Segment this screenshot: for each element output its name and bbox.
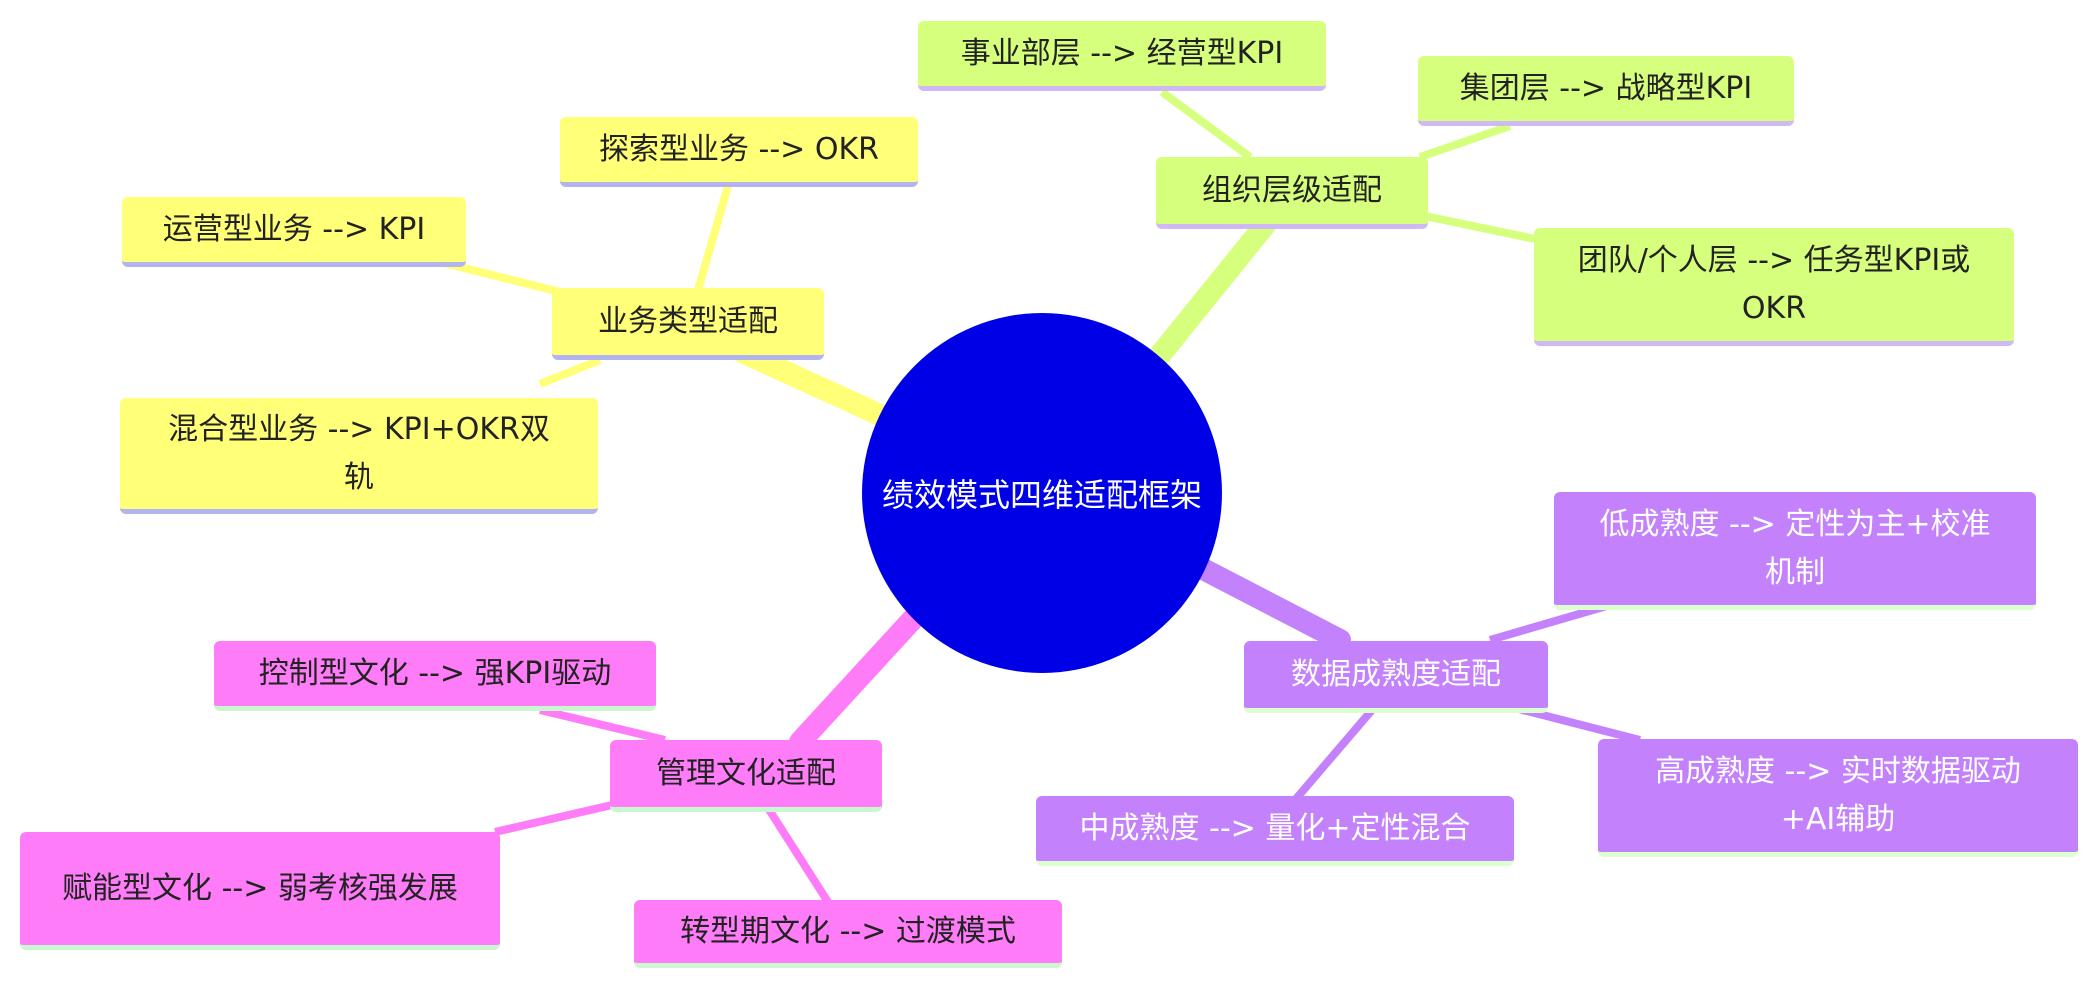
leaf-label: 混合型业务 --> KPI+OKR双轨 [168,411,550,495]
branch-business-label: 业务类型适配 [598,303,778,339]
leaf-label: 控制型文化 --> 强KPI驱动 [258,655,612,691]
link-culture-control [539,706,666,744]
link-org-team [1419,211,1541,244]
center-node[interactable]: 绩效模式四维适配框架 [862,313,1222,673]
leaf-business-operate[interactable]: 运营型业务 --> KPI [122,197,466,267]
link-data-high [1514,704,1641,744]
link-center-data [1194,559,1351,651]
leaf-label: 探索型业务 --> OKR [599,131,879,167]
link-center-business [731,341,891,426]
branch-data-maturity[interactable]: 数据成熟度适配 [1244,641,1548,713]
leaf-label: 团队/个人层 --> 任务型KPI或OKR [1577,242,1971,326]
branch-org-level[interactable]: 组织层级适配 [1156,157,1428,229]
link-business-hybrid [538,356,602,388]
leaf-org-division[interactable]: 事业部层 --> 经营型KPI [918,21,1326,91]
leaf-business-hybrid[interactable]: 混合型业务 --> KPI+OKR双轨 [120,398,598,514]
leaf-label: 事业部层 --> 经营型KPI [960,35,1284,71]
link-org-division [1159,88,1253,161]
leaf-label: 运营型业务 --> KPI [162,211,426,247]
link-center-culture [789,609,923,753]
center-label: 绩效模式四维适配框架 [881,476,1202,514]
link-business-explore [694,184,732,292]
branch-business-type[interactable]: 业务类型适配 [552,288,824,360]
link-org-group [1418,122,1512,161]
leaf-culture-control[interactable]: 控制型文化 --> 强KPI驱动 [214,641,656,711]
branch-data-label: 数据成熟度适配 [1291,656,1501,692]
branch-management-culture[interactable]: 管理文化适配 [610,740,882,812]
leaf-org-team[interactable]: 团队/个人层 --> 任务型KPI或OKR [1534,228,2014,346]
link-business-operate [439,258,561,296]
leaf-data-mid[interactable]: 中成熟度 --> 量化+定性混合 [1036,796,1514,866]
leaf-label: 转型期文化 --> 过渡模式 [680,913,1016,949]
link-center-org [1149,214,1276,366]
leaf-culture-transition[interactable]: 转型期文化 --> 过渡模式 [634,900,1062,968]
leaf-data-low[interactable]: 低成熟度 --> 定性为主+校准机制 [1554,492,2036,610]
link-data-low [1488,601,1612,644]
leaf-label: 高成熟度 --> 实时数据驱动+AI辅助 [1655,753,2021,837]
leaf-business-explore[interactable]: 探索型业务 --> OKR [560,117,918,187]
link-culture-enable [494,801,613,836]
branch-org-label: 组织层级适配 [1202,172,1382,208]
leaf-label: 赋能型文化 --> 弱考核强发展 [62,870,458,906]
leaf-label: 集团层 --> 战略型KPI [1459,70,1753,106]
leaf-org-group[interactable]: 集团层 --> 战略型KPI [1418,56,1794,126]
link-data-mid [1291,707,1376,803]
leaf-data-high[interactable]: 高成熟度 --> 实时数据驱动+AI辅助 [1598,739,2078,857]
leaf-label: 中成熟度 --> 量化+定性混合 [1079,810,1471,846]
leaf-label: 低成熟度 --> 定性为主+校准机制 [1599,506,1991,590]
leaf-culture-enable[interactable]: 赋能型文化 --> 弱考核强发展 [20,832,500,950]
branch-culture-label: 管理文化适配 [656,755,836,791]
link-culture-transition [764,805,832,905]
